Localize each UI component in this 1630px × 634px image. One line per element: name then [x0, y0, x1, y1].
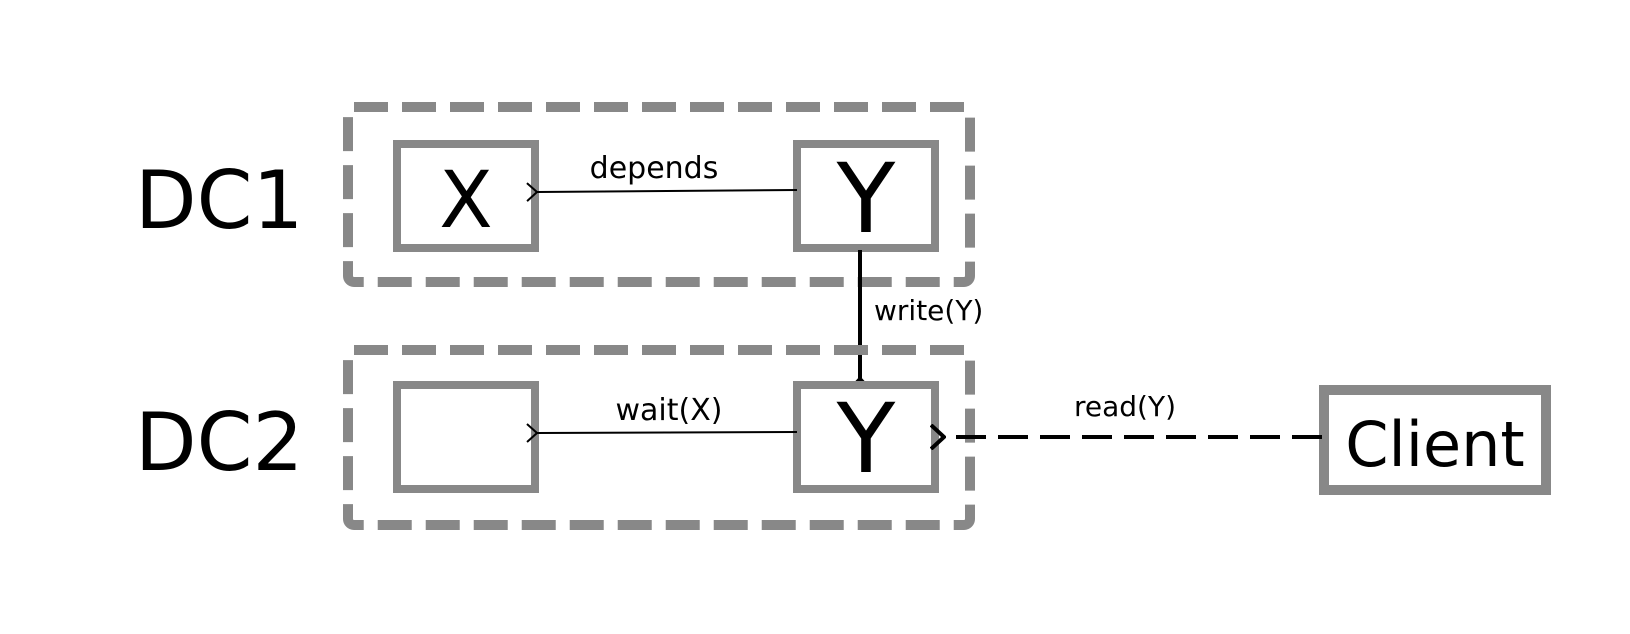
dc1-node-x-label: X — [439, 156, 492, 246]
dc2-empty-node-box — [393, 381, 539, 493]
read-label: read(Y) — [1074, 390, 1176, 423]
dc1-node-y-label: Y — [836, 143, 896, 255]
dc1-container — [343, 102, 975, 287]
wait-arrow — [537, 432, 798, 433]
wait-label: wait(X) — [616, 393, 723, 428]
write-label: write(Y) — [874, 294, 983, 327]
client-label: Client — [1345, 408, 1525, 481]
dc2-label: DC2 — [135, 396, 303, 489]
dc2-node-y-box — [793, 381, 939, 493]
dc1-node-y-box — [793, 140, 939, 252]
dc1-label: DC1 — [135, 154, 303, 247]
dc2-node-y-label: Y — [836, 383, 896, 495]
depends-arrow — [537, 190, 798, 192]
depends-label: depends — [590, 151, 719, 186]
client-box — [1319, 385, 1551, 495]
